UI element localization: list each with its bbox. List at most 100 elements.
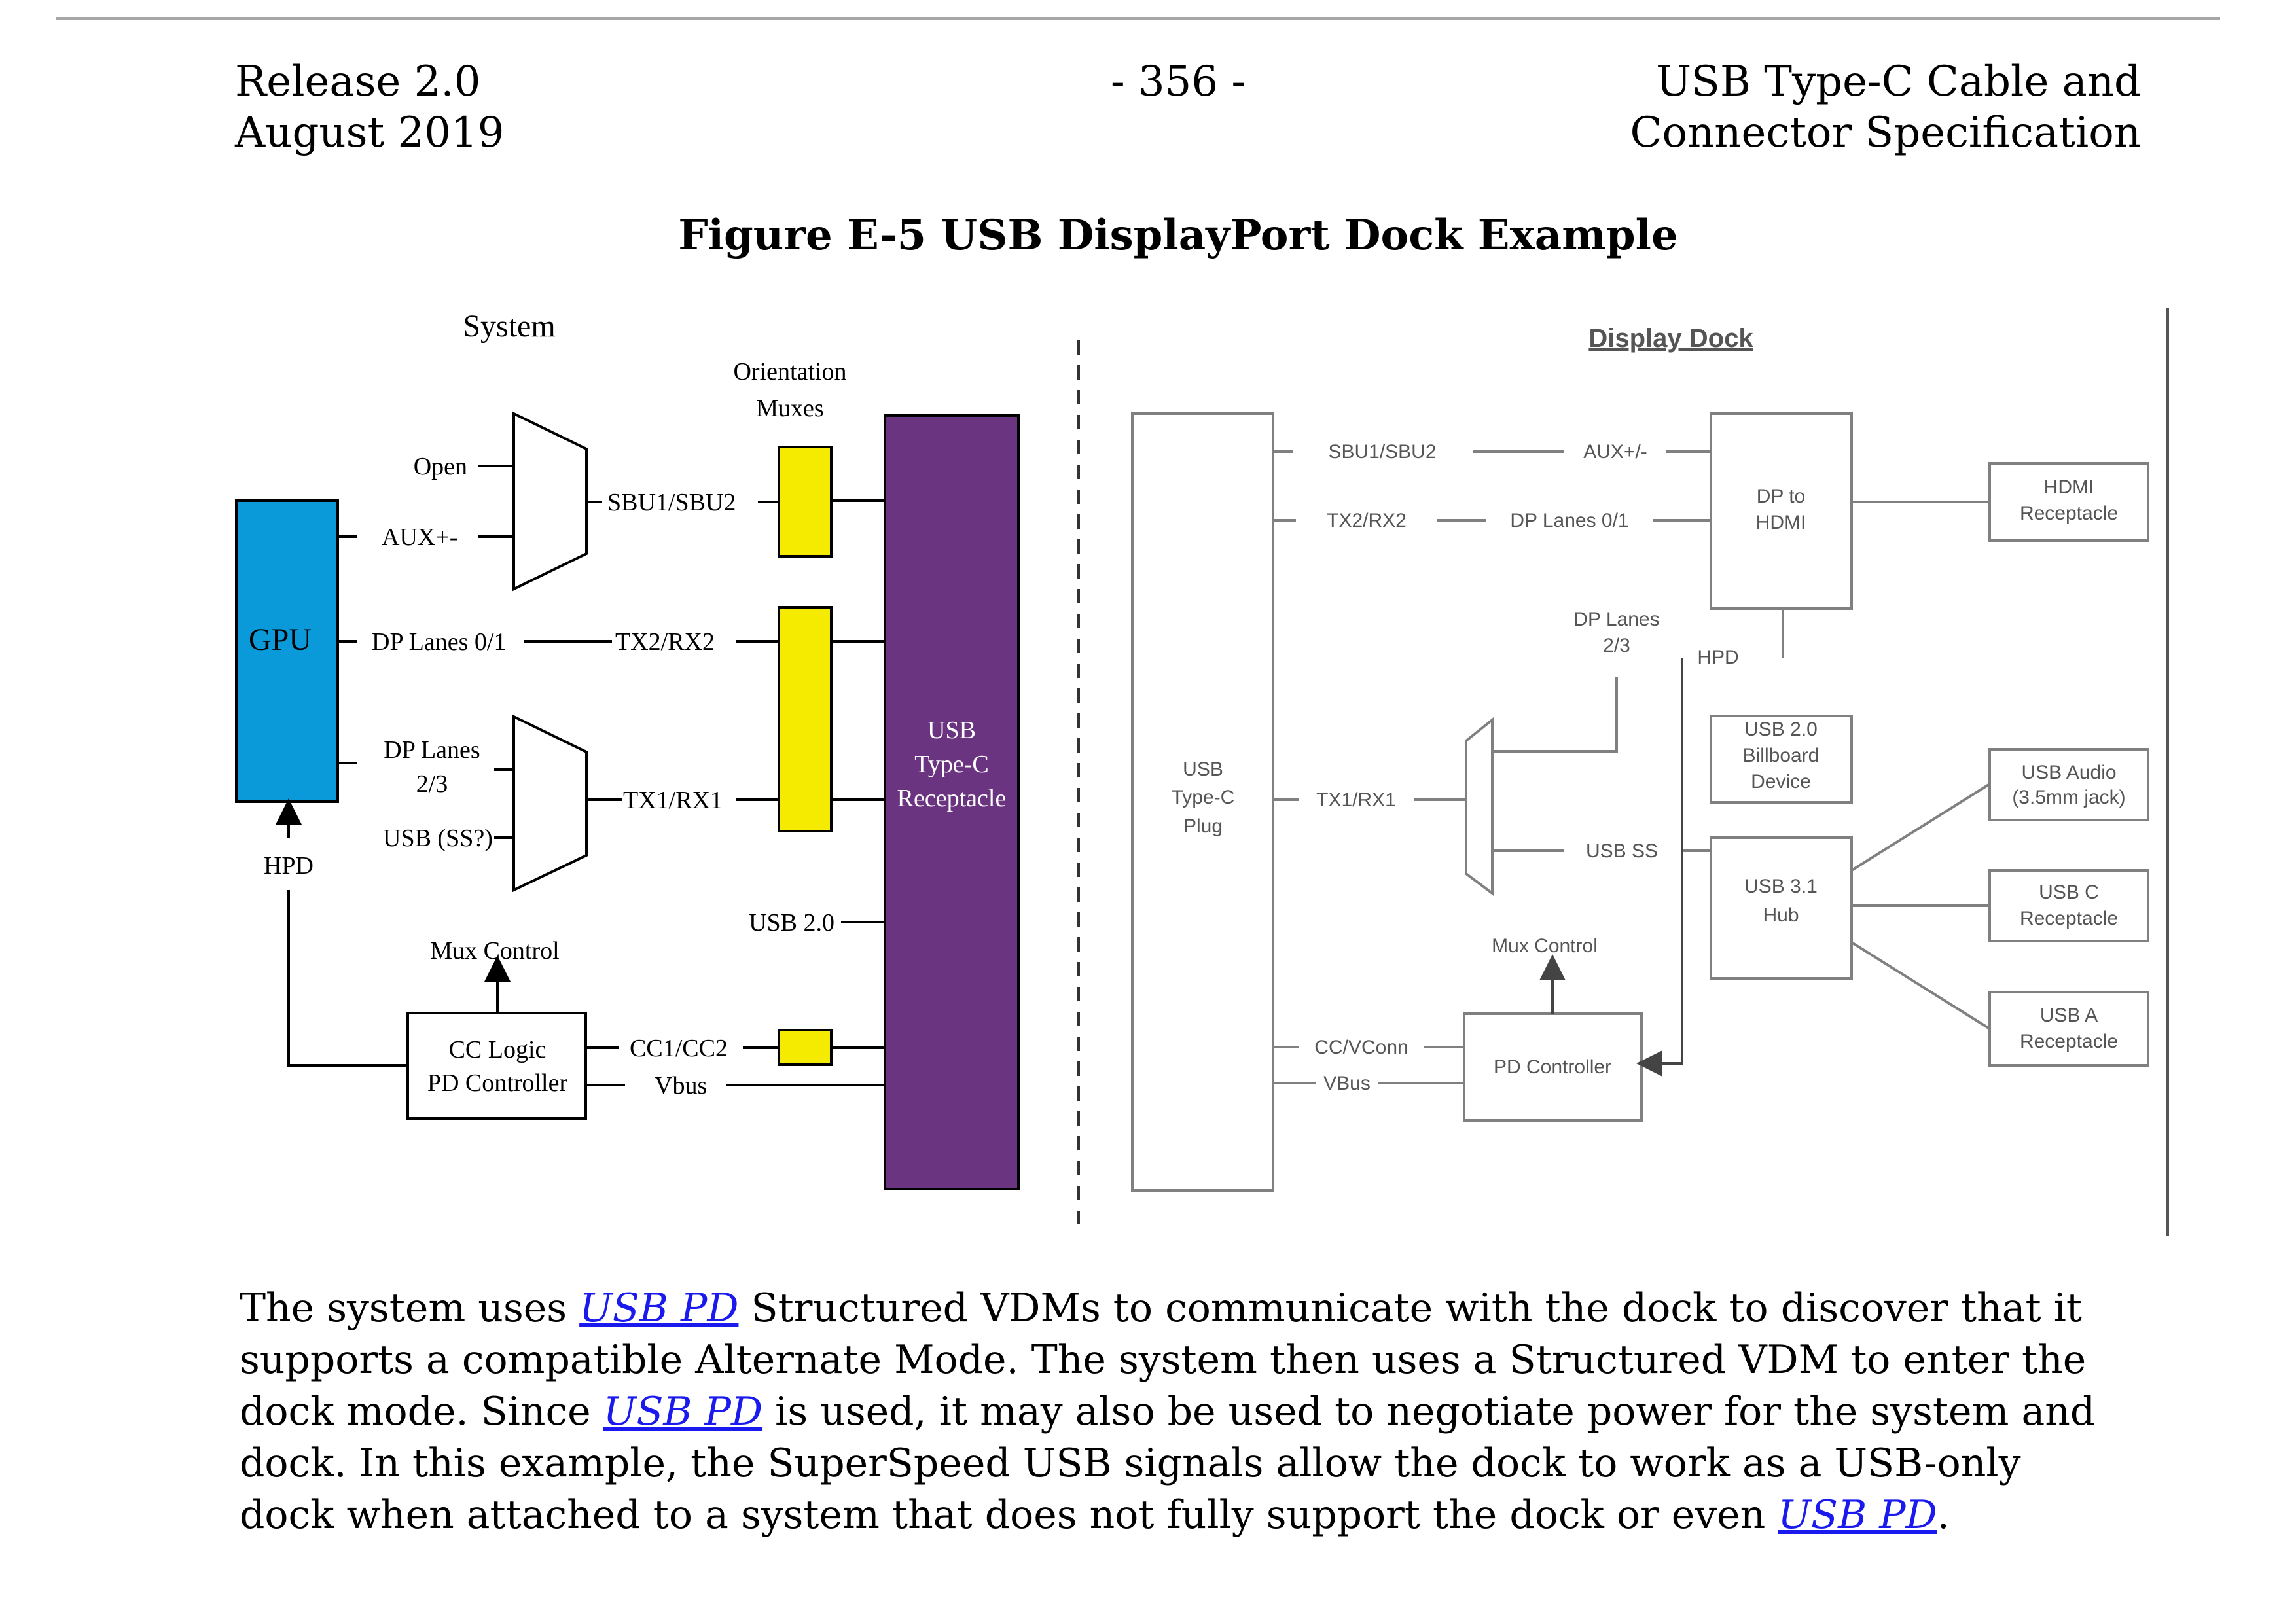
orientation-mux-cc: [778, 1029, 833, 1066]
ss-mux: [512, 714, 588, 893]
gpu-label: GPU: [249, 622, 312, 657]
paragraph-line-1: The system uses USB PD Structured VDMs t…: [240, 1283, 2138, 1334]
hpd-label: HPD: [264, 852, 314, 880]
header-spec-title: USB Type-C Cable and Connector Specifica…: [1630, 56, 2141, 158]
system-diagram: [235, 411, 1020, 1190]
orientation-muxes-label: Orientation: [733, 358, 846, 385]
release-label: Release 2.0: [235, 58, 481, 106]
orientation-mux-sbu: [778, 446, 833, 558]
dock-vbus-label: VBus: [1323, 1073, 1371, 1094]
dp-lanes-23-label-2: 2/3: [416, 770, 448, 798]
spec-title-line1: USB Type-C Cable and: [1656, 58, 2141, 106]
dock-usbc-2: Receptacle: [2020, 908, 2118, 929]
dock-tx1rx1-label: TX1/RX1: [1316, 789, 1396, 811]
usb-pd-link[interactable]: USB PD: [1778, 1492, 1937, 1538]
pd-controller-label: PD Controller: [427, 1069, 568, 1097]
dock-usb-ss-label: USB SS: [1586, 840, 1658, 862]
usb-audio-box: [1988, 748, 2149, 821]
header-release: Release 2.0 August 2019: [235, 56, 504, 158]
tx1rx1-label: TX1/RX1: [623, 787, 723, 814]
gpu-block: [235, 499, 339, 803]
dock-hub-2: Hub: [1763, 904, 1799, 926]
dock-billboard-1: USB 2.0: [1744, 719, 1818, 740]
dock-usba-1: USB A: [2040, 1005, 2098, 1026]
body-paragraph: The system uses USB PD Structured VDMs t…: [240, 1283, 2138, 1541]
dock-audio-2: (3.5mm jack): [2012, 787, 2125, 808]
paragraph-line-3: dock mode. Since USB PD is used, it may …: [240, 1386, 2138, 1438]
cc1cc2-label: CC1/CC2: [630, 1035, 728, 1062]
usba-receptacle-box: [1988, 991, 2149, 1067]
usb31-hub: [1710, 836, 1853, 980]
dock-dp-lanes-23-2: 2/3: [1603, 635, 1630, 656]
orientation-muxes-label-2: Muxes: [756, 395, 823, 422]
paragraph-line-5: dock when attached to a system that does…: [240, 1489, 2138, 1541]
dock-dp-to-hdmi-1: DP to: [1757, 486, 1806, 507]
dock-hdmi-1: HDMI: [2044, 476, 2094, 498]
receptacle-label-3: Receptacle: [897, 785, 1007, 812]
usbc-receptacle-box: [1988, 869, 2149, 942]
dp-to-hdmi-block: [1710, 412, 1853, 610]
text-span: dock when attached to a system that does…: [240, 1492, 1778, 1538]
dock-tx2rx2-label: TX2/RX2: [1327, 510, 1407, 531]
dp-lanes-01-label: DP Lanes 0/1: [372, 628, 506, 656]
vbus-label: Vbus: [655, 1072, 707, 1099]
spec-title-line2: Connector Specification: [1630, 109, 2141, 157]
dp-lanes-23-label: DP Lanes: [384, 736, 480, 764]
dock-title: Display Dock: [1588, 324, 1753, 353]
sbu-label: SBU1/SBU2: [607, 489, 736, 516]
dock-sbu-label: SBU1/SBU2: [1328, 441, 1436, 463]
dock-hub-1: USB 3.1: [1744, 876, 1818, 897]
dock-labels: Display Dock USB Type-C Plug SBU1/SBU2 A…: [1172, 324, 2126, 1094]
dock-pd-controller: [1463, 1012, 1643, 1122]
dock-usba-2: Receptacle: [2020, 1031, 2118, 1052]
figure-title: Figure E-5 USB DisplayPort Dock Example: [678, 211, 1678, 260]
header-rule: [56, 17, 2220, 20]
dock-mux-control-label: Mux Control: [1492, 935, 1598, 957]
dock-billboard-3: Device: [1751, 771, 1811, 793]
dock-dp-to-hdmi-2: HDMI: [1756, 512, 1806, 533]
orientation-mux-tx: [778, 606, 833, 832]
receptacle-label-1: USB: [927, 717, 976, 744]
usb20-label: USB 2.0: [749, 909, 834, 936]
paragraph-line-4: dock. In this example, the SuperSpeed US…: [240, 1440, 2021, 1486]
text-span: The system uses: [240, 1285, 580, 1331]
tx2rx2-label: TX2/RX2: [615, 628, 715, 656]
dock-plug-label-3: Plug: [1183, 815, 1223, 837]
system-title: System: [463, 309, 555, 344]
cc-logic-label: CC Logic: [449, 1036, 547, 1063]
receptacle-label-2: Type-C: [914, 751, 988, 778]
dock-usbc-1: USB C: [2039, 882, 2099, 903]
paragraph-line-2: supports a compatible Alternate Mode. Th…: [240, 1337, 2087, 1383]
usb-dp-dock-diagram: System Orientation Muxes GPU Open AUX+- …: [235, 308, 2169, 1236]
dock-ccvconn-label: CC/VConn: [1314, 1037, 1408, 1058]
dock-mux: [1465, 717, 1494, 896]
hdmi-receptacle: [1988, 462, 2149, 542]
dock-diagram: [1131, 412, 2149, 1192]
release-date: August 2019: [235, 109, 505, 157]
dock-aux-label: AUX+/-: [1583, 441, 1647, 463]
usb-pd-link[interactable]: USB PD: [603, 1389, 763, 1435]
open-label: Open: [414, 453, 467, 480]
dock-plug-label-2: Type-C: [1172, 787, 1235, 808]
dock-billboard-2: Billboard: [1743, 745, 1820, 766]
billboard-device: [1710, 715, 1853, 804]
text-span: dock mode. Since: [240, 1389, 603, 1435]
text-span: Structured VDMs to communicate with the …: [738, 1285, 2083, 1331]
dock-lines: [1273, 450, 1991, 1084]
dock-hdmi-2: Receptacle: [2020, 503, 2118, 524]
usb-ss-label: USB (SS?): [383, 825, 493, 852]
usb-pd-link[interactable]: USB PD: [579, 1285, 739, 1331]
mux-control-label: Mux Control: [430, 937, 559, 965]
dock-audio-1: USB Audio: [2021, 762, 2116, 783]
aux-mux: [512, 411, 588, 592]
usb-typec-receptacle: [884, 414, 1020, 1190]
text-span: is used, it may also be used to negotiat…: [762, 1389, 2096, 1435]
dock-hpd-label: HPD: [1697, 647, 1738, 668]
aux-label: AUX+-: [382, 524, 457, 551]
cc-logic-pd-controller: [406, 1012, 587, 1120]
text-span: .: [1937, 1492, 1950, 1538]
usb-typec-plug: [1131, 412, 1274, 1192]
page-number: - 356 -: [1110, 58, 1246, 106]
system-labels: System Orientation Muxes GPU Open AUX+- …: [249, 309, 1006, 1099]
dock-pd-controller-label: PD Controller: [1494, 1056, 1611, 1078]
